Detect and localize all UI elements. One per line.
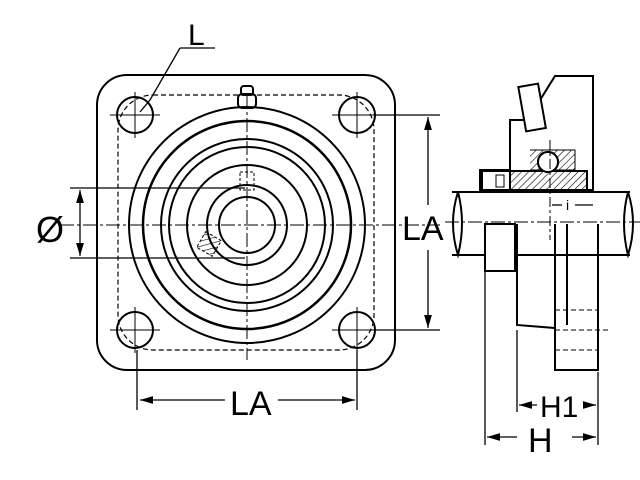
housing-body [516,224,556,330]
side-dimensions [484,204,599,445]
label-h1: H1 [540,391,578,424]
label-la-vertical: LA [402,210,444,248]
label-h: H [528,422,553,460]
side-view [445,75,640,371]
centerlines [60,92,440,360]
label-l: L [188,19,205,52]
label-la-horizontal: LA [230,385,272,423]
flange-side [484,223,516,272]
grease-nipple-side [517,82,548,133]
front-view [60,74,440,371]
front-dimensions [70,47,440,410]
grease-nipple [237,85,257,109]
set-screw [196,231,222,257]
label-diameter: Ø [36,209,64,250]
label-i: i [566,197,569,213]
shaft [452,191,630,256]
flange-outline [96,74,396,371]
